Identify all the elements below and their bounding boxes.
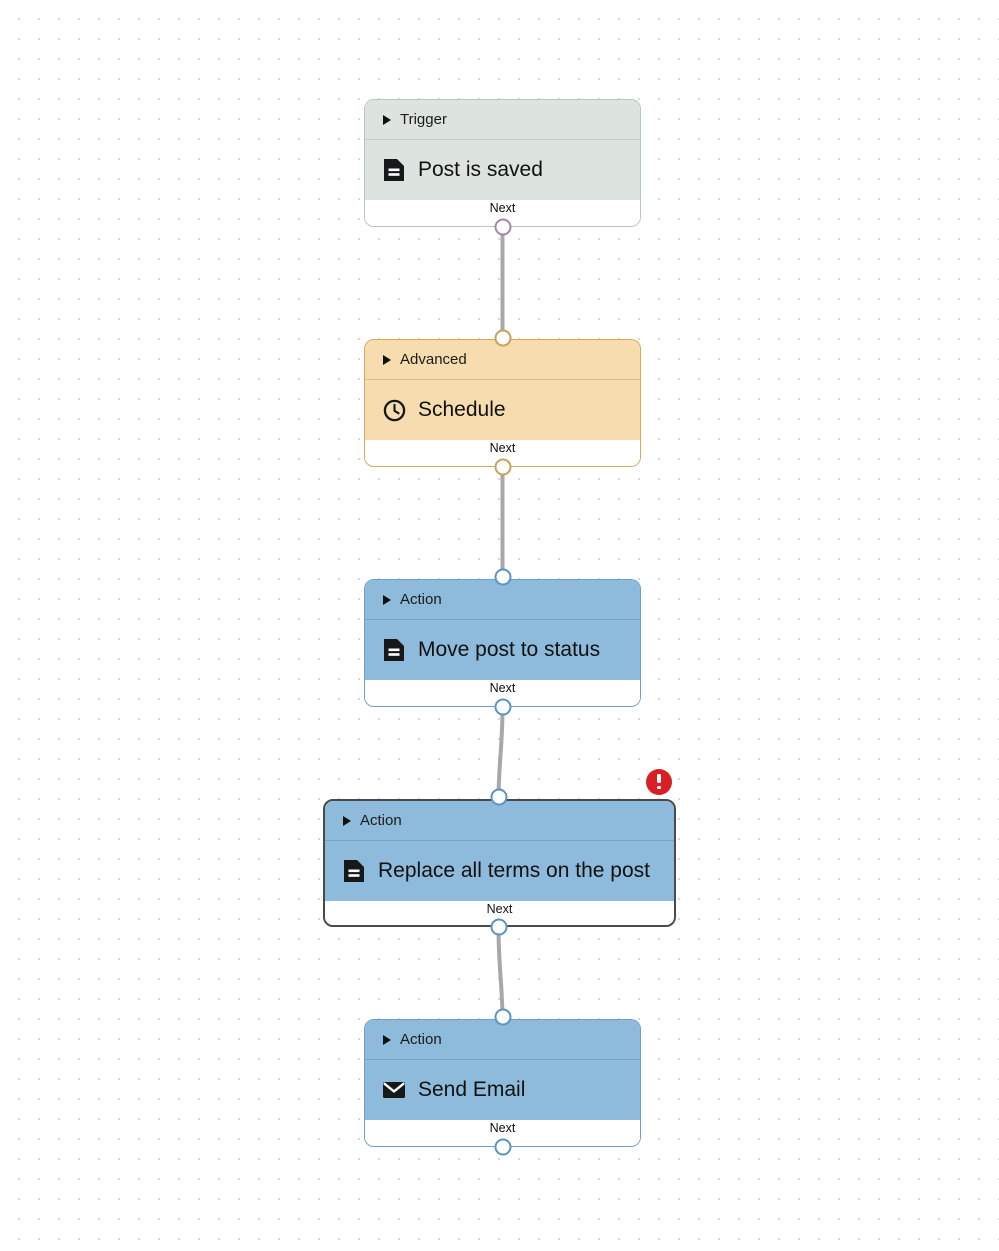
output-port-trigger-post-is-saved[interactable] xyxy=(494,218,511,236)
node-body[interactable]: Replace all terms on the post xyxy=(325,841,674,901)
node-body[interactable]: Send Email xyxy=(365,1060,640,1120)
node-title: Move post to status xyxy=(418,638,601,661)
document-icon xyxy=(342,859,366,883)
node-body[interactable]: Move post to status xyxy=(365,620,640,680)
node-category-label: Action xyxy=(400,591,442,608)
node-title: Schedule xyxy=(418,398,506,421)
document-icon xyxy=(382,638,406,662)
workflow-node-action-move-post-to-status[interactable]: Action Move post to status Next xyxy=(364,579,641,707)
node-header[interactable]: Trigger xyxy=(365,100,640,140)
error-exclamation-icon[interactable] xyxy=(646,769,672,795)
workflow-node-action-replace-all-terms[interactable]: Action Replace all terms on the post Nex… xyxy=(323,799,676,927)
expand-triangle-icon[interactable] xyxy=(383,114,391,125)
node-category-label: Action xyxy=(400,1031,442,1048)
workflow-node-action-send-email[interactable]: Action Send Email Next xyxy=(364,1019,641,1147)
node-header[interactable]: Action xyxy=(325,801,674,841)
node-body[interactable]: Post is saved xyxy=(365,140,640,200)
envelope-icon xyxy=(382,1078,406,1102)
expand-triangle-icon[interactable] xyxy=(383,1034,391,1045)
node-body[interactable]: Schedule xyxy=(365,380,640,440)
document-icon xyxy=(382,158,406,182)
node-category-label: Action xyxy=(360,812,402,829)
input-port-action-replace-all-terms[interactable] xyxy=(490,788,507,806)
expand-triangle-icon[interactable] xyxy=(383,594,391,605)
node-title: Post is saved xyxy=(418,158,543,181)
output-port-advanced-schedule[interactable] xyxy=(494,458,511,476)
output-port-action-send-email[interactable] xyxy=(494,1138,511,1156)
node-header[interactable]: Advanced xyxy=(365,340,640,380)
workflow-node-trigger-post-is-saved[interactable]: Trigger Post is saved Next xyxy=(364,99,641,227)
output-port-action-move-post-to-status[interactable] xyxy=(494,698,511,716)
expand-triangle-icon[interactable] xyxy=(343,815,351,826)
input-port-advanced-schedule[interactable] xyxy=(494,329,511,347)
output-port-action-replace-all-terms[interactable] xyxy=(490,918,507,936)
input-port-action-send-email[interactable] xyxy=(494,1008,511,1026)
edge-move-post-to-replace-terms xyxy=(496,706,505,798)
node-title: Send Email xyxy=(418,1078,526,1101)
node-title: Replace all terms on the post xyxy=(378,859,650,882)
expand-triangle-icon[interactable] xyxy=(383,354,391,365)
node-category-label: Advanced xyxy=(400,351,467,368)
clock-icon xyxy=(382,398,406,422)
workflow-node-advanced-schedule[interactable]: Advanced Schedule Next xyxy=(364,339,641,467)
node-header[interactable]: Action xyxy=(365,1020,640,1060)
input-port-action-move-post-to-status[interactable] xyxy=(494,568,511,586)
edge-replace-terms-to-send-email xyxy=(496,926,505,1018)
node-category-label: Trigger xyxy=(400,111,447,128)
node-header[interactable]: Action xyxy=(365,580,640,620)
